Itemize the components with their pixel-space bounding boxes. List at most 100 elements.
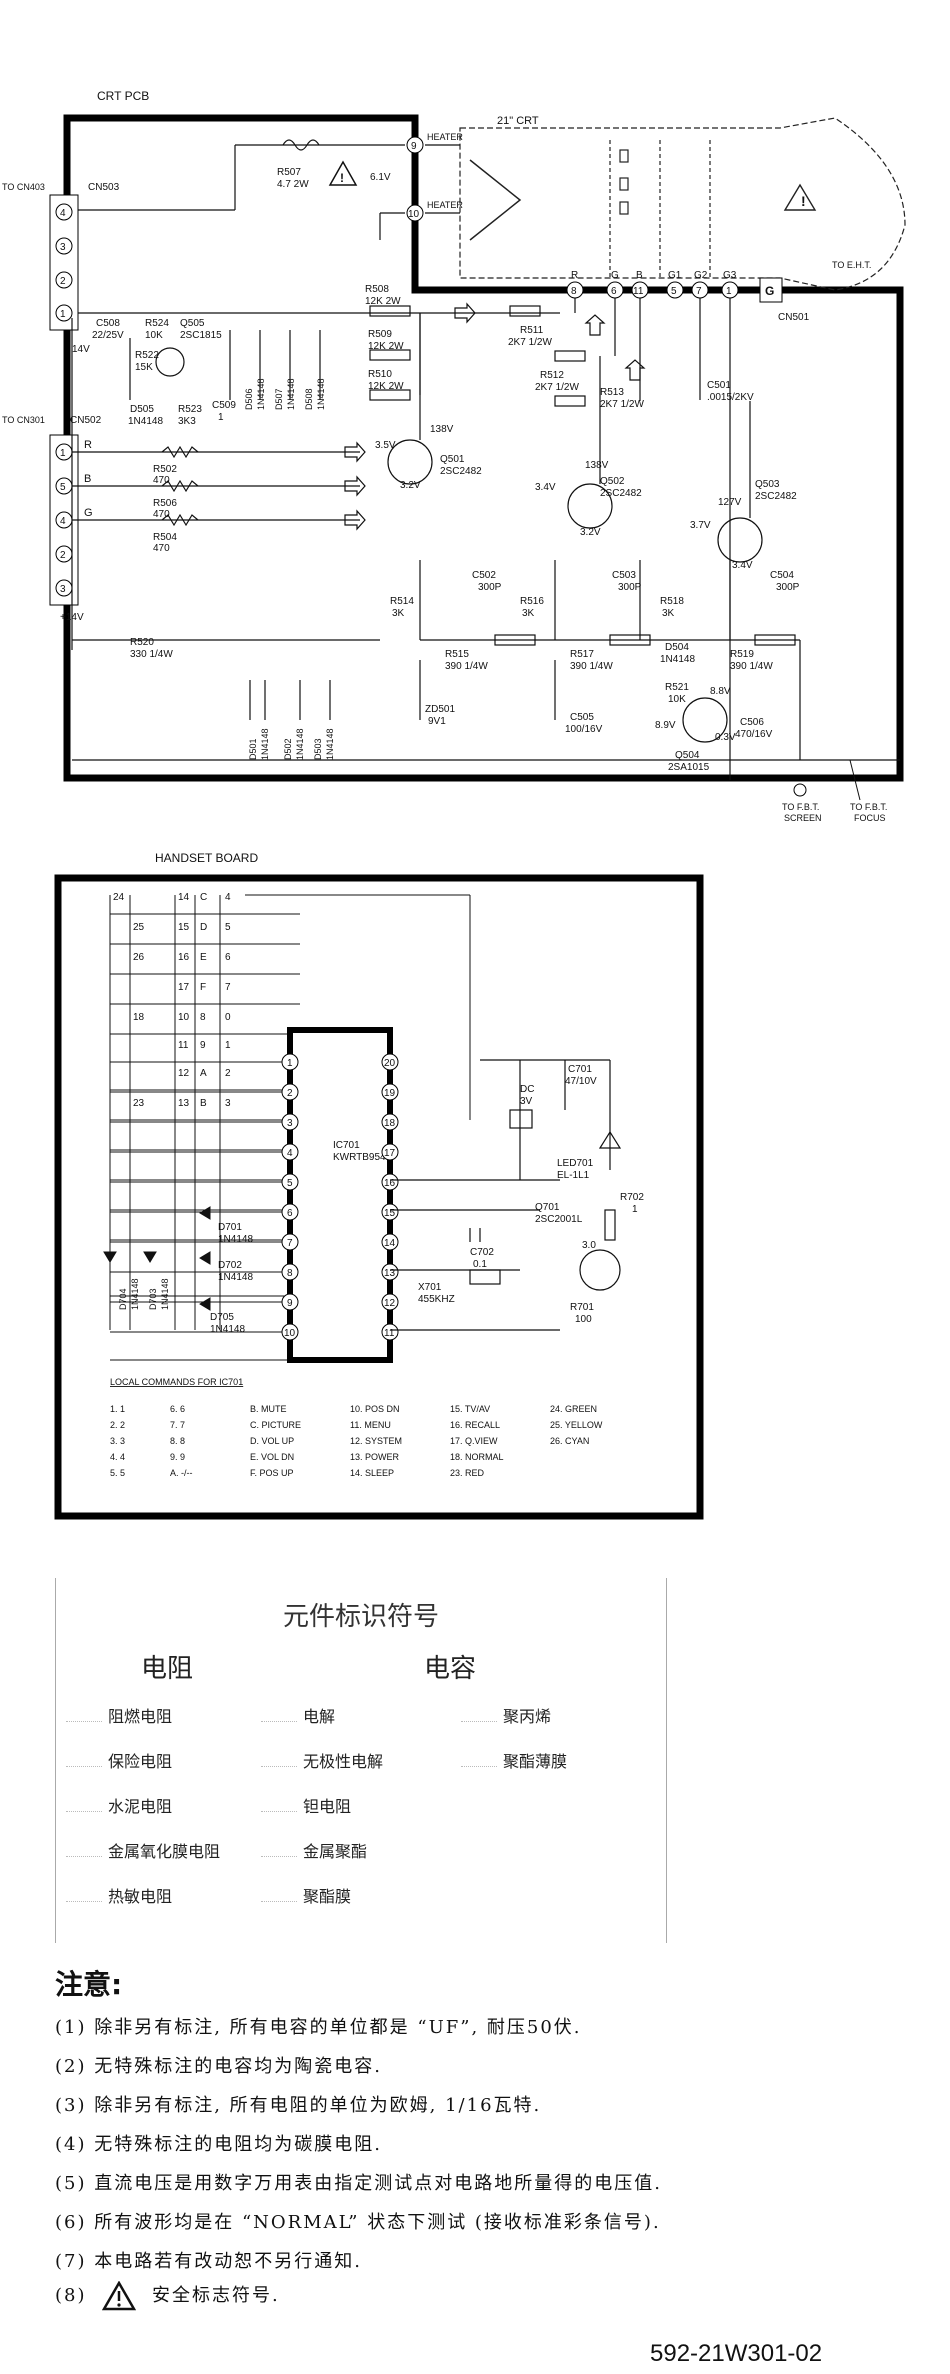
- r521-value: 10K: [668, 694, 686, 705]
- command-entry: 23. RED: [450, 1468, 485, 1478]
- d702-label: D702: [218, 1260, 242, 1271]
- r504-value: 470: [153, 543, 170, 554]
- q504-vc: 8.8V: [710, 686, 731, 697]
- crt-pin-10: [406, 204, 424, 222]
- c509-value: 1: [218, 412, 224, 423]
- to-eht-label: TO E.H.T.: [832, 260, 871, 270]
- ic701-pin-label: 4: [287, 1148, 293, 1159]
- r516-label: R516: [520, 596, 544, 607]
- led701-label: LED701: [557, 1158, 594, 1169]
- note-item-safety: (8) 安全标志符号.: [55, 2281, 280, 2311]
- ic701-pin-label: 10: [284, 1328, 296, 1339]
- r702-value: 1: [632, 1204, 638, 1215]
- command-entry: B. MUTE: [250, 1404, 287, 1414]
- ic701-pin: [381, 1323, 399, 1341]
- command-entry: 26. CYAN: [550, 1436, 589, 1446]
- command-entry: E. VOL DN: [250, 1452, 294, 1462]
- cn503-label: CN503: [88, 182, 120, 193]
- svg-text:G1: G1: [668, 270, 682, 281]
- c501-value: .0015/2KV: [707, 392, 754, 403]
- r512-value: 2K7 1/2W: [535, 382, 579, 393]
- r524-value: 10K: [145, 330, 163, 341]
- q501-vb: 3.5V: [375, 440, 396, 451]
- command-entry: C. PICTURE: [250, 1420, 301, 1430]
- diodes-d501-d503: D501 1N4148 D502 1N4148 D503 1N4148: [248, 728, 335, 760]
- fbt-screen-label-2: SCREEN: [784, 813, 822, 823]
- command-entry: 9. 9: [170, 1452, 185, 1462]
- q502-label: Q502: [600, 476, 625, 487]
- crt-pin-10-label: 10: [408, 209, 420, 220]
- q503-vc: 127V: [718, 497, 742, 508]
- svg-text:4: 4: [60, 208, 66, 219]
- q503-ve: 3.4V: [732, 560, 753, 571]
- svg-text:17: 17: [178, 982, 190, 993]
- d704-value: 1N4148: [130, 1278, 140, 1310]
- x701-label: X701: [418, 1282, 442, 1293]
- local-commands-title: LOCAL COMMANDS FOR IC701: [110, 1377, 243, 1387]
- command-entry: 7. 7: [170, 1420, 185, 1430]
- q501-value: 2SC2482: [440, 466, 482, 477]
- ic701-pin-label: 5: [287, 1178, 293, 1189]
- q502-ve: 3.2V: [580, 527, 601, 538]
- lower-network: [72, 560, 900, 761]
- handset-right-circuit: [390, 1059, 622, 1331]
- crt-label: 21" CRT: [497, 115, 539, 127]
- ic701-part: KWRTB9540: [333, 1152, 392, 1163]
- svg-text:14: 14: [178, 892, 190, 903]
- heater-label-bottom: HEATER: [427, 200, 463, 210]
- q505-value: 2SC1815: [180, 330, 222, 341]
- r507-warning-icon: !: [328, 160, 358, 186]
- svg-text:11: 11: [178, 1040, 189, 1051]
- r508-r510-region: [369, 290, 763, 780]
- r511-label: R511: [520, 325, 544, 336]
- ic701-pin-label: 13: [384, 1268, 396, 1279]
- legend-capacitor-item: 聚酯膜: [261, 1883, 351, 1907]
- command-entry: F. POS UP: [250, 1468, 294, 1478]
- svg-text:5: 5: [225, 922, 231, 933]
- r519-label: R519: [730, 649, 754, 660]
- note-item: (7) 本电路若有改动恕不另行通知.: [55, 2251, 362, 2272]
- svg-text:4: 4: [60, 516, 66, 527]
- command-entry: 3. 3: [110, 1436, 125, 1446]
- svg-text:15: 15: [178, 922, 190, 933]
- legend-resistor-item: 金属氧化膜电阻: [66, 1838, 220, 1862]
- svg-text:5: 5: [60, 482, 66, 493]
- r510-value: 12K 2W: [368, 381, 404, 392]
- q701-label: Q701: [535, 1202, 560, 1213]
- d701-label: D701: [218, 1222, 242, 1233]
- legend-resistor-header: 电阻: [141, 1654, 194, 1683]
- legend-resistor-item: 阻燃电阻: [66, 1703, 172, 1727]
- diodes-d506-d508: D506 1N4148 D507 1N4148 D508 1N4148: [244, 378, 326, 410]
- note-item-safety-text: 安全标志符号.: [151, 2285, 280, 2306]
- ic701-pin-label: 8: [287, 1268, 293, 1279]
- ic701-pin: [381, 1293, 399, 1311]
- fbt-screen-label-1: TO F.B.T.: [782, 802, 819, 812]
- svg-text:D503: D503: [313, 738, 323, 760]
- command-entry: 15. TV/AV: [450, 1404, 490, 1414]
- svg-text:1N4148: 1N4148: [286, 378, 296, 410]
- handset-board-schematic: HANDSET BOARD 24 14 C 4 25 15 D 5 26 16: [54, 851, 704, 1520]
- note-item-number: (8): [55, 2285, 87, 2306]
- document-number: 592-21W301-02: [650, 2340, 823, 2367]
- ic701-pin-label: 2: [287, 1088, 293, 1099]
- svg-text:R: R: [571, 270, 578, 281]
- command-entry: 8. 8: [170, 1436, 185, 1446]
- svg-text:E: E: [200, 952, 207, 963]
- ic701-pin: [381, 1233, 399, 1251]
- crt-pcb-schematic: CRT PCB 21" CRT ! 9 10 HEATER HEATER 6.1…: [2, 89, 906, 823]
- r518-value: 3K: [662, 608, 675, 619]
- command-entry: 2. 2: [110, 1420, 125, 1430]
- svg-text:11: 11: [633, 286, 644, 297]
- svg-text:!: !: [340, 171, 344, 185]
- q502-vc: 138V: [585, 460, 609, 471]
- r509-value: 12K 2W: [368, 341, 404, 352]
- q501-vc: 138V: [430, 424, 454, 435]
- fbt-focus-lead: [849, 759, 861, 801]
- ic701-pin-label: 16: [384, 1178, 396, 1189]
- supply-14v: 14V: [72, 344, 90, 355]
- matrix-diodes: [103, 1206, 211, 1311]
- r519-value: 390 1/4W: [730, 661, 773, 672]
- r520-label: R520: [130, 637, 154, 648]
- command-entry: 6. 6: [170, 1404, 185, 1414]
- legend-capacitor-item: 聚酯薄膜: [461, 1748, 567, 1772]
